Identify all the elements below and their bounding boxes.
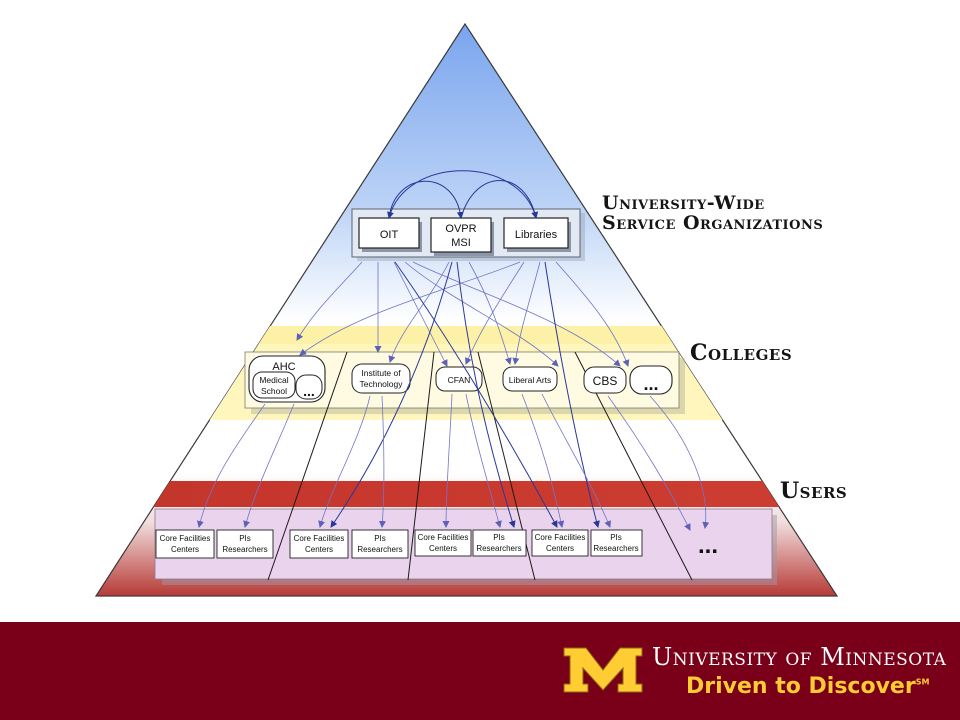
user-box-core-2-l1: Core Facilities — [294, 534, 345, 543]
university-m-logo — [563, 647, 643, 693]
node-ahc-label: AHC — [272, 361, 295, 373]
node-colleges-more — [629, 365, 673, 395]
node-ahc-more-label: ... — [303, 383, 315, 399]
user-box-pi-4-l1: PIs — [610, 533, 622, 542]
pyramid-diagram: OIT OVPR MSI Libraries AHC Medical Schoo… — [94, 22, 839, 597]
service-college-arrows — [296, 261, 630, 367]
tagline-service-mark: SM — [915, 677, 930, 687]
node-school-label: School — [261, 386, 287, 396]
user-box-pi-3-l2: Researchers — [476, 544, 521, 553]
node-medical-school — [252, 371, 296, 399]
node-libraries — [503, 217, 569, 249]
user-box-core-1-l2: Centers — [171, 545, 199, 554]
user-box-core-4 — [531, 529, 589, 557]
node-cfan-label: CFAN — [448, 375, 471, 385]
user-box-pi-1-l1: PIs — [239, 534, 251, 543]
user-box-core-3-l2: Centers — [429, 544, 457, 553]
pyramid-shape — [94, 22, 839, 597]
label-service-line2: Service Organizations — [602, 211, 824, 234]
node-medical-label: Medical — [259, 375, 288, 385]
user-box-pi-2-l1: PIs — [374, 534, 386, 543]
tagline: Driven to DiscoverSM — [686, 674, 929, 699]
user-box-core-4-l2: Centers — [546, 544, 574, 553]
node-colleges-more-label: ... — [643, 374, 658, 394]
node-cbs-label: CBS — [593, 374, 618, 388]
user-box-pi-4-l2: Researchers — [593, 544, 638, 553]
tagline-text: Driven to Discover — [686, 674, 916, 699]
users-band — [96, 481, 837, 507]
label-service-organizations: University-Wide Service Organizations — [602, 192, 824, 234]
user-box-pi-4 — [590, 529, 643, 557]
node-liberal-arts-label: Liberal Arts — [509, 375, 552, 385]
node-ovpr-label: OVPR — [445, 223, 476, 235]
user-box-pi-3-l1: PIs — [493, 533, 505, 542]
node-libraries-label: Libraries — [515, 229, 558, 241]
service-interconnect-arrows — [387, 170, 539, 219]
user-box-pi-2-l2: Researchers — [357, 545, 402, 554]
node-oit — [358, 217, 420, 249]
user-box-core-3 — [414, 529, 472, 557]
university-name: University of Minnesota — [652, 643, 947, 671]
user-box-pi-2 — [351, 529, 409, 559]
college-user-arrows — [196, 393, 710, 531]
node-ovpr-msi — [430, 217, 492, 253]
node-cfan — [435, 366, 483, 392]
label-service-line1: University-Wide — [602, 192, 765, 214]
node-institute-of-technology — [351, 363, 411, 394]
users-more-label: ... — [698, 532, 718, 559]
node-iot-label-1: Institute of — [361, 368, 401, 378]
user-box-core-1-l1: Core Facilities — [160, 534, 211, 543]
service-user-arrows — [330, 261, 600, 528]
label-colleges: Colleges — [690, 340, 793, 366]
node-oit-label: OIT — [380, 229, 399, 241]
node-iot-label-2: Technology — [359, 379, 403, 389]
user-box-core-1 — [155, 529, 215, 559]
user-box-pi-3 — [472, 529, 527, 557]
user-box-core-4-l1: Core Facilities — [535, 533, 586, 542]
node-cbs — [583, 366, 627, 394]
user-box-pi-1-l2: Researchers — [222, 545, 267, 554]
user-box-core-3-l1: Core Facilities — [418, 533, 469, 542]
user-box-core-2-l2: Centers — [305, 545, 333, 554]
node-ahc-more — [295, 374, 323, 400]
label-users: Users — [780, 478, 848, 504]
user-box-pi-1 — [216, 529, 274, 559]
user-box-core-2 — [289, 529, 349, 559]
footer-band — [0, 622, 960, 720]
node-msi-label: MSI — [451, 237, 471, 249]
node-liberal-arts — [502, 366, 558, 392]
